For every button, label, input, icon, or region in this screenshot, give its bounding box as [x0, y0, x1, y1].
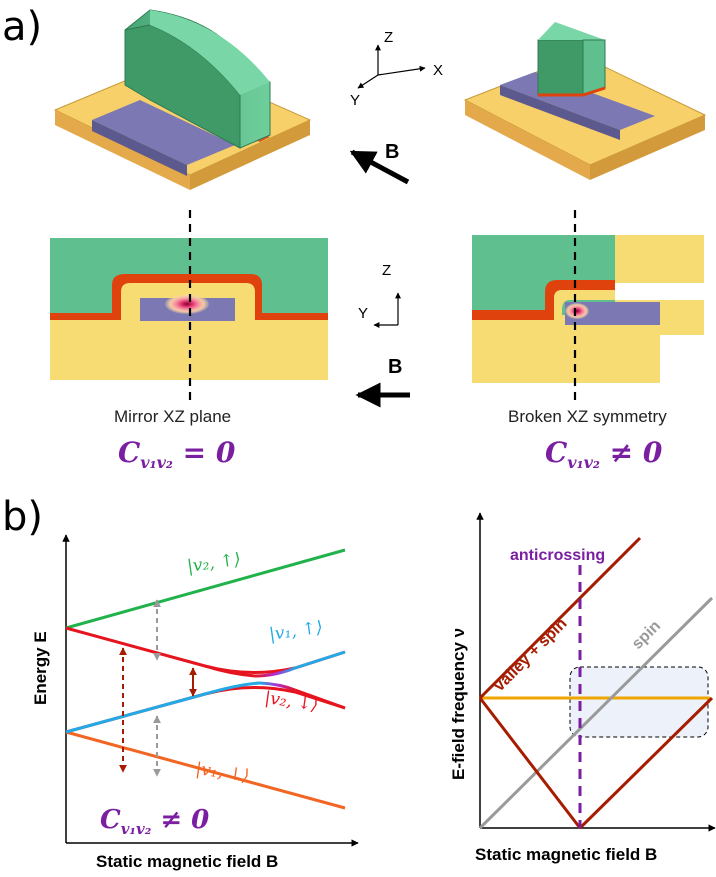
caption-mirror: Mirror XZ plane: [114, 407, 231, 426]
caption-broken: Broken XZ symmetry: [508, 407, 667, 426]
wavefunction-broken: [565, 303, 589, 319]
energy-diagram: |v₂, ↑⟩ |v₁, ↑⟩ |v₂, ↓⟩ |v₁, ↓⟩ Cv₁v₂ ≠ …: [31, 534, 359, 871]
svg-text:Cv₁v₂ ≠ 0: Cv₁v₂ ≠ 0: [100, 805, 209, 838]
panel-a-label: a): [2, 4, 42, 50]
axes-3d: Z X Y: [350, 29, 443, 109]
level-v1-down: [65, 730, 346, 810]
coupling-zero: Cv₁v₂ = 0: [118, 436, 236, 472]
spin-label: spin: [629, 618, 664, 653]
coupling-nonzero: Cv₁v₂ ≠ 0: [545, 436, 663, 472]
b-field-arrow-top: B: [349, 141, 410, 185]
level-v2-up: [65, 548, 346, 630]
axes-2d: Z Y: [358, 262, 401, 328]
detuning-window: [569, 666, 709, 738]
wavefunction-symmetric: [165, 294, 209, 314]
svg-text:Cv₁v₂ ≠ 0: Cv₁v₂ ≠ 0: [545, 436, 663, 472]
freq-x-label: Static magnetic field B: [475, 845, 657, 864]
svg-text:Cv₁v₂ = 0: Cv₁v₂ = 0: [118, 436, 236, 472]
axis2d-z-label: Z: [382, 262, 391, 279]
cross-section-broken: [472, 235, 704, 383]
freq-y-label: E-field frequency ν: [449, 628, 468, 780]
energy-y-label: Energy E: [31, 631, 50, 705]
label-v1-up: |v₁, ↑⟩: [268, 618, 324, 645]
b-field-label-bottom: B: [388, 356, 402, 378]
axis2d-y-label: Y: [358, 305, 368, 322]
axis-z-label: Z: [384, 29, 393, 46]
spin-line: [478, 596, 714, 830]
device-3d-symmetric: [53, 9, 312, 190]
b-field-label-top: B: [385, 141, 399, 163]
valley-spin-upper-line: [478, 536, 642, 700]
axis-y-label: Y: [350, 92, 360, 109]
label-v2-up: |v₂, ↑⟩: [186, 550, 242, 577]
b-field-arrow-bottom: B: [355, 356, 410, 408]
axis-x-label: X: [433, 62, 443, 79]
valley-spin-lower-line: [478, 697, 582, 829]
energy-x-label: Static magnetic field B: [96, 852, 278, 871]
frequency-diagram: anticrossing valley + spin spin E-field …: [449, 512, 716, 864]
level-v1-up: [65, 681, 261, 734]
label-v1-down: |v₁, ↓⟩: [194, 759, 250, 786]
label-v2-down: |v₂, ↓⟩: [263, 688, 319, 715]
device-3d-broken: [463, 22, 707, 180]
anticrossing-label: anticrossing: [510, 547, 605, 564]
valley-spin-label: valley + spin: [491, 615, 571, 695]
panel-b-label: b): [2, 494, 43, 540]
